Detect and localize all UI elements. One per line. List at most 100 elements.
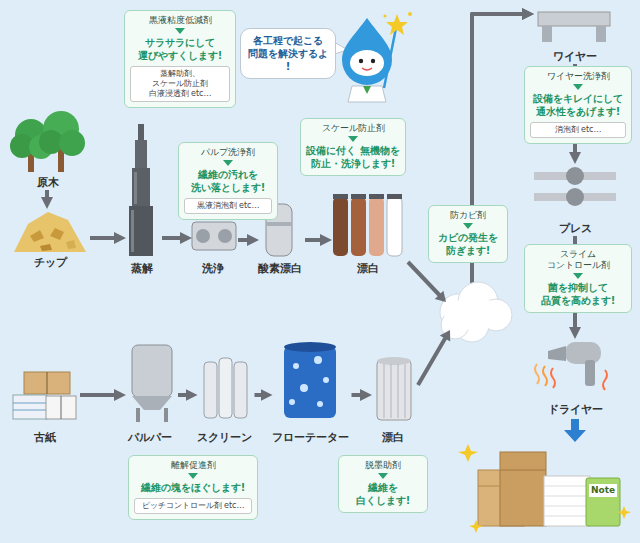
step-label: 古紙: [34, 431, 56, 445]
cloud-arrowheads: [435, 291, 450, 342]
flow-arrow: [418, 14, 530, 385]
dryer-part: [565, 342, 601, 364]
process-step: 蒸解: [122, 118, 162, 276]
dryer-part: [543, 366, 547, 386]
deink-bleach-tower: [377, 357, 411, 420]
mascot-part: [371, 59, 375, 63]
chemical-callout: スライム コントロール剤菌を抑制して 品質を高めます!: [524, 244, 632, 313]
mascot-part: [363, 86, 371, 94]
step-label: ドライヤー: [548, 403, 603, 417]
washer: [192, 222, 236, 250]
flotator-part: [317, 401, 323, 407]
process-step: プレス: [530, 160, 620, 236]
paper-products-part: [500, 470, 546, 471]
wire-section-part: [538, 12, 610, 26]
paper-products-part: [544, 476, 590, 526]
screen: [204, 358, 247, 418]
paper-products-part: [589, 484, 617, 497]
wire-section-part: [596, 26, 606, 42]
chemical-callout: ワイヤー洗浄剤設備をキレイにして 通水性をあげます! 消泡剤 etc…: [524, 66, 632, 144]
waste-paper-part: [61, 396, 62, 419]
process-step: パルパー: [122, 335, 178, 445]
effect-text: 繊維を 白くします!: [344, 481, 422, 507]
process-step: 漂白: [368, 350, 418, 445]
bleach-towers: [333, 194, 402, 256]
digester-tower-part: [129, 206, 153, 256]
mascot-part: [386, 14, 408, 35]
flotator-part: [323, 377, 329, 383]
screen-part: [234, 362, 247, 418]
step-label: フローテーター: [272, 431, 349, 445]
paper-products-part: [544, 516, 590, 517]
step-label: 蒸解: [131, 262, 153, 276]
product-label: Note: [589, 484, 617, 497]
digester-tower-part: [138, 124, 144, 142]
waste-paper-part: [46, 396, 76, 419]
pulper-part: [164, 408, 168, 422]
flow-arrow: [352, 393, 369, 397]
process-step: チップ: [10, 205, 90, 270]
digester-tower-part: [134, 172, 137, 204]
deink-bleach-tower-part: [377, 357, 411, 365]
flotator: [284, 342, 336, 418]
waste-paper-part: [47, 372, 48, 394]
press-rollers: [534, 167, 616, 206]
waste-paper-part: [13, 410, 47, 411]
mascot-part: [408, 12, 412, 16]
washer-part: [192, 222, 236, 250]
other-chemicals: 消泡剤 etc…: [530, 122, 626, 138]
pulper-part: [136, 408, 140, 422]
pulper-part: [132, 345, 172, 397]
bleach-towers-part: [333, 197, 348, 256]
digester-tower-part: [131, 210, 134, 252]
screen-part: [204, 362, 217, 418]
oxygen-bleach-tank-part: [266, 222, 292, 226]
effect-text: 設備をキレイにして 通水性をあげます!: [530, 92, 626, 118]
down-arrow-blue: [564, 419, 586, 442]
chemical-name: 離解促進剤: [134, 460, 252, 471]
chemical-callout: 黒液粘度低減剤サラサラにして 運びやすくします!蒸解助剤、スケール防止剤 白液浸…: [124, 10, 236, 108]
flow-arrow: [238, 238, 255, 242]
bleach-towers-part: [387, 197, 402, 256]
process-step: ドライヤー: [530, 335, 620, 417]
flotator-part: [293, 363, 299, 369]
paper-products-part: [544, 486, 590, 487]
pointer-triangle: [378, 473, 388, 479]
flotator-part: [284, 342, 336, 352]
flow-arrow: [305, 238, 328, 242]
flow-arrow: [178, 393, 194, 397]
wood-chips: [14, 212, 86, 252]
chemical-name: 脱墨助剤: [344, 460, 422, 471]
bleach-towers-part: [387, 194, 402, 199]
mascot-part: [348, 86, 386, 102]
bubble-text: 各工程で起こる 問題を解決するよ!: [247, 34, 329, 73]
digester-tower-part: [132, 168, 150, 208]
effect-text: 菌を抑制して 品質を高めます!: [530, 281, 626, 307]
mascot-part: [384, 28, 396, 88]
process-step: 原木: [10, 108, 85, 190]
step-label: 漂白: [382, 431, 404, 445]
paper-products-part: [500, 452, 546, 526]
speech-bubble: 各工程で起こる 問題を解決するよ!: [240, 28, 336, 79]
step-label: 漂白: [357, 262, 379, 276]
bleach-towers-part: [369, 194, 384, 199]
process-step: 漂白: [328, 190, 408, 276]
bleach-towers-part: [351, 194, 366, 199]
mascot-part: [350, 50, 384, 76]
mascot: [342, 12, 412, 102]
step-label: 酸素漂白: [258, 262, 302, 276]
deink-bleach-tower-part: [398, 364, 399, 418]
flow-arrow: [255, 393, 269, 397]
cloud-arrowheads-part: [440, 330, 450, 342]
press-rollers-part: [566, 188, 584, 206]
chemical-name: スライム コントロール剤: [530, 249, 626, 271]
pointer-triangle: [348, 136, 358, 142]
wood-chips-part: [50, 228, 64, 240]
mascot-part: [362, 68, 372, 70]
flotator-part: [300, 384, 308, 392]
effect-text: サラサラにして 運びやすくします!: [130, 36, 230, 62]
wood-chips-part: [30, 230, 44, 242]
mascot-part: [342, 18, 392, 85]
digester-tower: [129, 124, 153, 256]
chemical-name: ワイヤー洗浄剤: [530, 71, 626, 82]
